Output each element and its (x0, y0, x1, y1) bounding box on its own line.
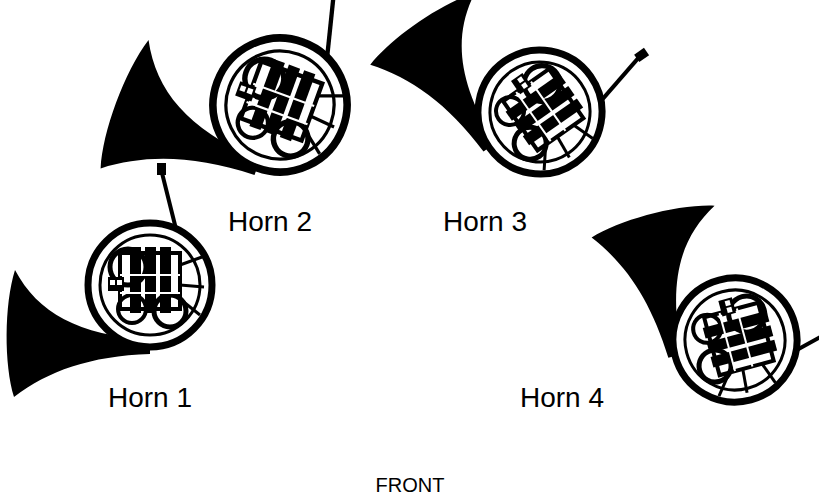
position-label: Horn 4 (520, 383, 604, 414)
french-horn (366, 0, 675, 227)
position-label: Horn 1 (108, 383, 192, 414)
french-horn (93, 0, 388, 242)
direction-label: FRONT (376, 474, 445, 496)
french-horn (590, 170, 819, 429)
french-horn (7, 163, 212, 397)
position-label: Horn 2 (228, 207, 312, 238)
position-label: Horn 3 (443, 207, 527, 238)
